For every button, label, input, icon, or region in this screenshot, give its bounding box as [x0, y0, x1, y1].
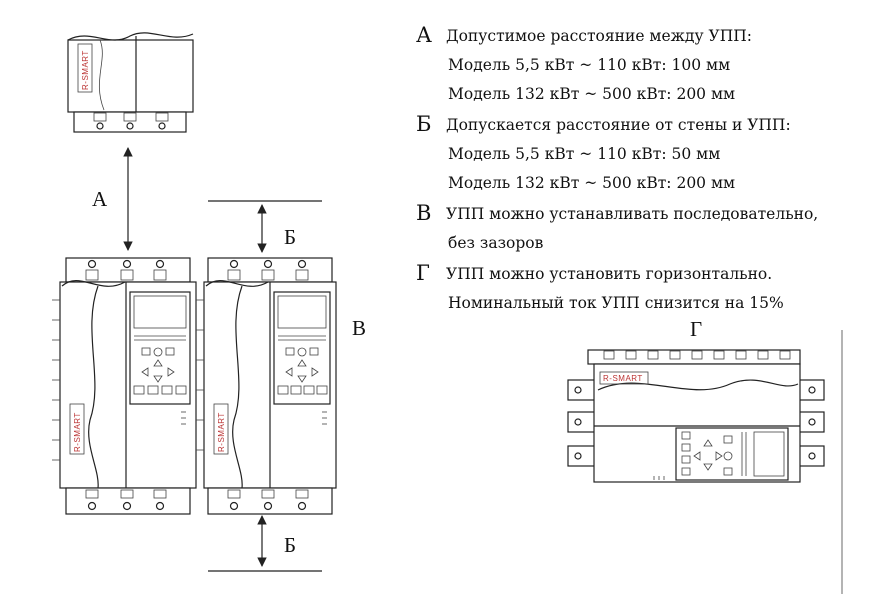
note-b: Б Допускается расстояние от стены и УПП:…	[416, 111, 886, 198]
note-g: Г УПП можно установить горизонтально. Но…	[416, 260, 886, 318]
note-v-line-1: УПП можно устанавливать последовательно,	[446, 205, 819, 223]
label-b-top: Б	[284, 225, 296, 249]
note-g-line-2: Номинальный ток УПП снизится на 15%	[448, 294, 784, 312]
right-soft-starter-unit: R-SMART	[196, 257, 337, 515]
right-unit-brand: R-SMART	[217, 412, 226, 452]
top-unit-brand: R-SMART	[81, 50, 90, 90]
note-g-line-1: УПП можно установить горизонтально.	[446, 265, 773, 283]
notes-panel: А Допустимое расстояние между УПП: Модел…	[416, 22, 886, 318]
note-a-letter: А	[416, 23, 432, 47]
note-a-line-2: Модель 5,5 кВт ~ 110 кВт: 100 мм	[448, 56, 731, 74]
note-b-line-1: Допускается расстояние от стены и УПП:	[446, 116, 791, 134]
note-b-line-3: Модель 132 кВт ~ 500 кВт: 200 мм	[448, 174, 736, 192]
note-g-letter: Г	[416, 261, 430, 285]
label-g: Г	[690, 317, 702, 341]
note-a: А Допустимое расстояние между УПП: Модел…	[416, 22, 886, 109]
horizontal-unit-brand: R-SMART	[603, 374, 643, 383]
note-a-line-3: Модель 132 кВт ~ 500 кВт: 200 мм	[448, 85, 736, 103]
label-a: А	[92, 187, 108, 211]
horizontal-soft-starter-unit: R-SMART	[567, 330, 843, 594]
left-soft-starter-unit: R-SMART	[52, 257, 197, 515]
note-b-line-2: Модель 5,5 кВт ~ 110 кВт: 50 мм	[448, 145, 721, 163]
note-a-line-1: Допустимое расстояние между УПП:	[446, 27, 752, 45]
label-b-bottom: Б	[284, 533, 296, 557]
note-v-letter: В	[416, 201, 432, 225]
note-v-line-2: без зазоров	[448, 234, 544, 252]
note-v: В УПП можно устанавливать последовательн…	[416, 200, 886, 258]
left-unit-brand: R-SMART	[73, 412, 82, 452]
note-b-letter: Б	[416, 112, 432, 136]
top-soft-starter-unit: R-SMART	[67, 32, 194, 133]
label-v: В	[352, 316, 366, 340]
